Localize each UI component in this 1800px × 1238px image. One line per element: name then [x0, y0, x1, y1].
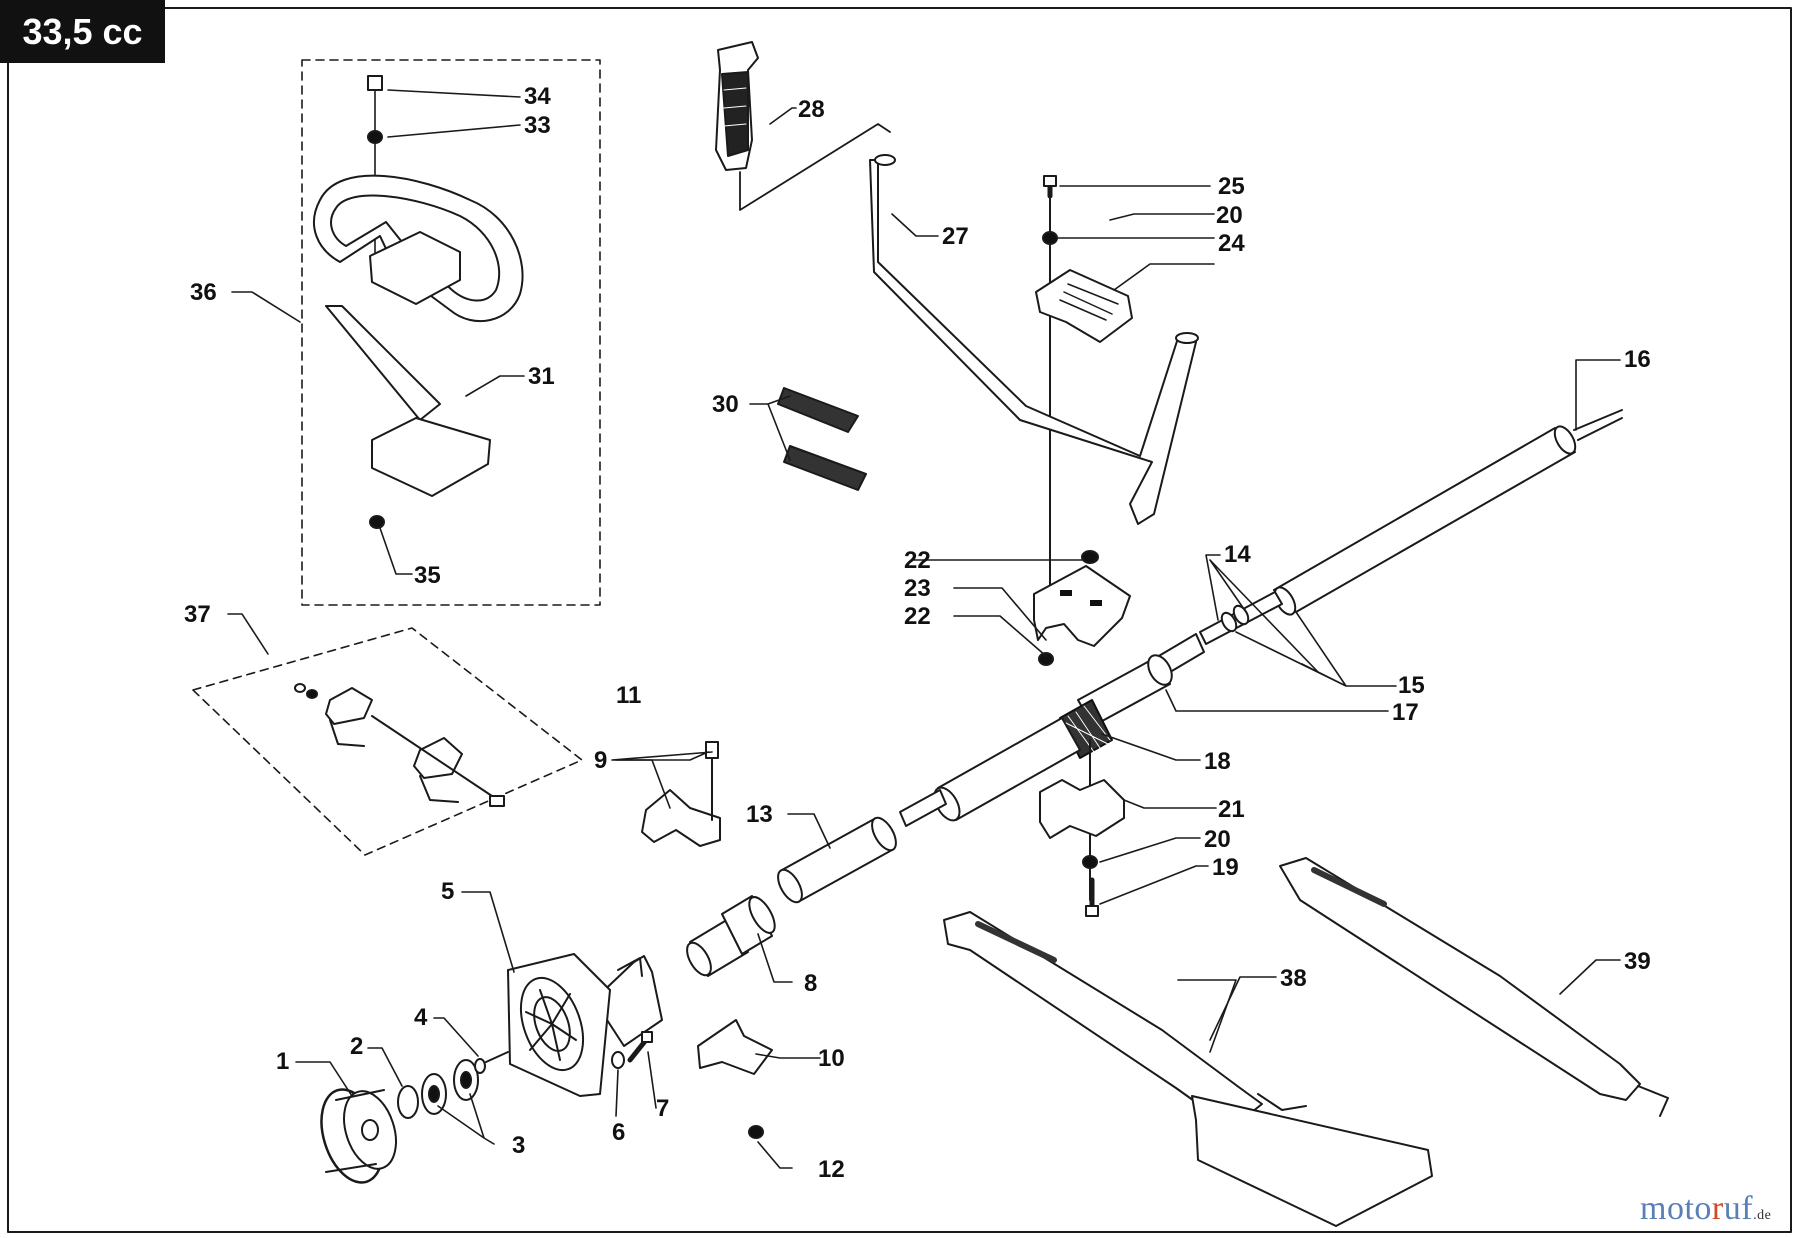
callout-28: 28: [798, 96, 825, 123]
brand-logo: motoruf.de: [1640, 1190, 1771, 1228]
callout-21: 21: [1218, 796, 1245, 823]
callout-37: 37: [184, 601, 211, 628]
callout-20b: 20: [1204, 826, 1231, 853]
grip-28: [715, 41, 891, 211]
clamp-top-24: [1035, 175, 1133, 343]
brand-part-3: uf: [1723, 1190, 1754, 1227]
bearings: [397, 1051, 509, 1119]
group-box-37: [192, 627, 583, 856]
callout-4: 4: [414, 1004, 428, 1031]
callout-12: 12: [818, 1156, 845, 1183]
callout-36: 36: [190, 279, 217, 306]
clutch-drum: [320, 1088, 397, 1184]
callout-31: 31: [528, 363, 555, 390]
callout-5: 5: [441, 878, 454, 905]
callout-18: 18: [1204, 748, 1231, 775]
callout-33: 33: [524, 112, 551, 139]
engine-size-badge: 33,5 cc: [0, 0, 165, 63]
callout-20a: 20: [1216, 202, 1243, 229]
callout-2: 2: [350, 1033, 363, 1060]
callout-24: 24: [1218, 230, 1245, 257]
drawing-frame: [7, 7, 1792, 1233]
group-box-36: [301, 59, 601, 606]
harness-39: [1279, 857, 1669, 1117]
callout-35: 35: [414, 562, 441, 589]
callout-16: 16: [1624, 346, 1651, 373]
callout-15: 15: [1398, 672, 1425, 699]
callout-1: 1: [276, 1048, 289, 1075]
callout-34: 34: [524, 83, 551, 110]
bracket-9: [641, 741, 721, 847]
shaft-assembly: [507, 409, 1623, 1097]
callout-labels: 1 2 3 4 5 6 7 8 9 10 11 12 13 14 15 16 1…: [184, 83, 1651, 1183]
callout-8: 8: [804, 970, 817, 997]
callout-30: 30: [712, 391, 739, 418]
loop-handle-36: [312, 75, 524, 529]
screw-7: [627, 1031, 653, 1063]
callout-9: 9: [594, 747, 607, 774]
spring-30: [777, 387, 867, 491]
harness-38: [943, 911, 1433, 1227]
callout-3: 3: [512, 1132, 525, 1159]
nut-12: [748, 1125, 764, 1139]
leader-lines: [227, 89, 1621, 1169]
callout-6: 6: [612, 1119, 625, 1146]
bracket-10: [697, 1019, 773, 1075]
callout-7: 7: [656, 1095, 669, 1122]
callout-19: 19: [1212, 854, 1239, 881]
callout-22b: 22: [904, 603, 931, 630]
callout-13: 13: [746, 801, 773, 828]
brand-suffix: .de: [1753, 1208, 1772, 1223]
handle-bar-27: [869, 154, 1199, 525]
washer-6: [611, 1051, 625, 1069]
brand-part-2: r: [1711, 1190, 1724, 1227]
callout-22a: 22: [904, 547, 931, 574]
brand-part-1: moto: [1640, 1190, 1712, 1227]
callout-27: 27: [942, 223, 969, 250]
callout-10: 10: [818, 1045, 845, 1072]
callout-25: 25: [1218, 173, 1245, 200]
callout-17: 17: [1392, 699, 1419, 726]
callout-38: 38: [1280, 965, 1307, 992]
callout-14: 14: [1224, 541, 1251, 568]
callout-39: 39: [1624, 948, 1651, 975]
handle-clamp: [1033, 195, 1131, 917]
callout-23: 23: [904, 575, 931, 602]
callout-11: 11: [616, 682, 641, 709]
mount-kit-37: [294, 683, 505, 807]
